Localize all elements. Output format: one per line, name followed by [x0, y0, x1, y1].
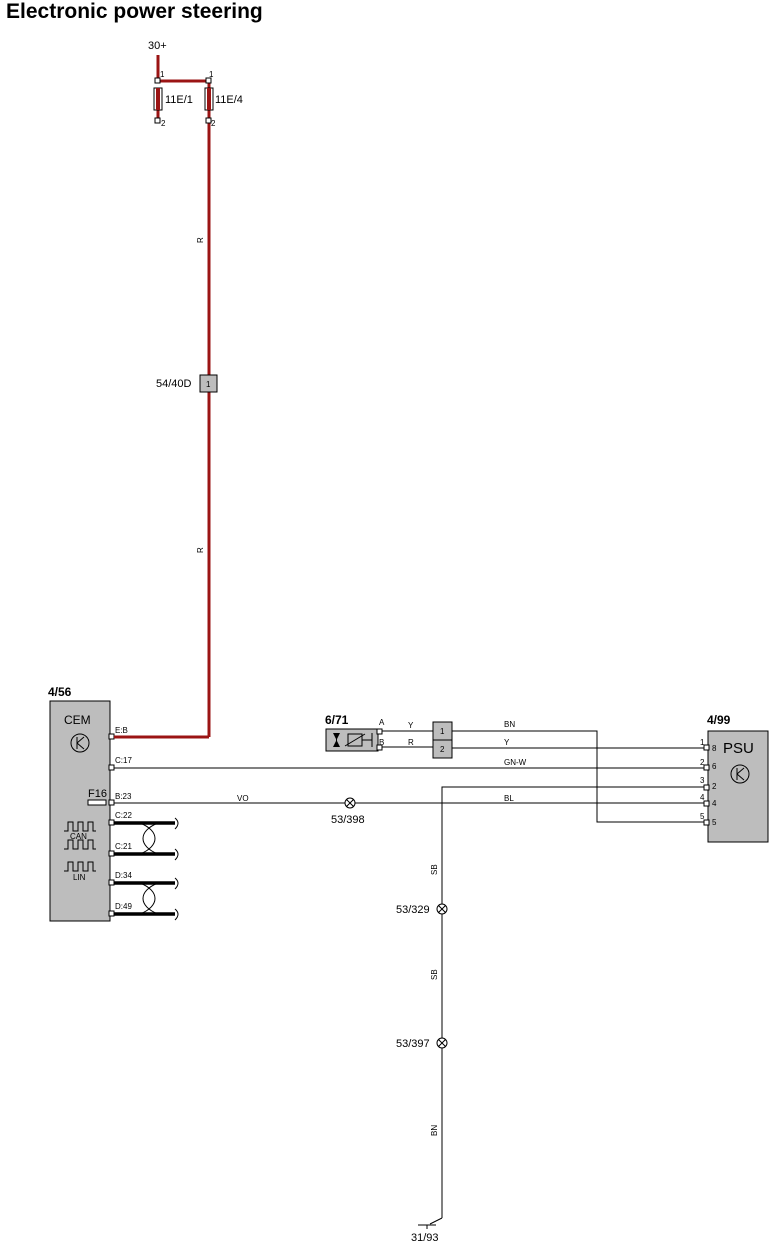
lin-bus-pair [114, 877, 179, 921]
intermediate-pin-1: 1 [440, 727, 445, 736]
wire-color-psu-pin6: Y [504, 738, 510, 747]
fuse-11e-1-pin-top: 1 [160, 70, 165, 79]
cem-pin-b23: B:23 [115, 792, 132, 801]
wire-color-cem-c17: GN-W [504, 758, 527, 767]
cem-fuse-label: F16 [88, 788, 107, 800]
can-label: CAN [70, 832, 87, 841]
fuse-11e-1: 1 11E/1 2 [153, 70, 193, 128]
connector-54-40d: 1 54/40D [156, 374, 218, 393]
can-signal-icon [64, 821, 96, 850]
psu-wire-2: 2 [700, 758, 705, 767]
connector-54-40d-pin: 1 [206, 380, 211, 389]
ground-label: 31/93 [411, 1232, 439, 1244]
wire-color-ground-2: SB [430, 969, 439, 980]
fuse-11e-1-label: 11E/1 [165, 94, 193, 106]
wire-color-supply-upper: R [196, 237, 205, 243]
cem-pin-d34: D:34 [115, 871, 132, 880]
psu-pins: 8 6 2 4 5 1 2 3 4 5 [700, 738, 717, 827]
fuse-11e-4-pin-bottom: 2 [211, 119, 216, 128]
cem-id: 4/56 [48, 685, 72, 699]
splice-53-398-label: 53/398 [331, 814, 365, 826]
splice-53-398: 53/398 [331, 797, 365, 826]
cem-name: CEM [64, 713, 91, 727]
supply-label: 30+ [148, 40, 167, 52]
splice-53-329: 53/329 [396, 903, 448, 916]
sensor-id: 6/71 [325, 713, 349, 727]
cem-pin-eb: E:B [115, 726, 128, 735]
splice-53-329-label: 53/329 [396, 904, 430, 916]
fuse-11e-1-pin-bottom: 2 [161, 119, 166, 128]
psu-pin-4: 4 [712, 799, 717, 808]
cem-pin-c22: C:22 [115, 811, 132, 820]
cem-fuse-icon [87, 799, 107, 806]
cem-pin-c17: C:17 [115, 756, 132, 765]
wire-color-cem-b23: VO [237, 794, 249, 803]
cem-pin-d49: D:49 [115, 902, 132, 911]
signal-wires [114, 730, 704, 1218]
psu-pin-6: 6 [712, 762, 717, 771]
splice-53-397: 53/397 [396, 1037, 448, 1050]
intermediate-pin-2: 2 [440, 745, 445, 754]
psu-name: PSU [723, 740, 754, 757]
psu-id: 4/99 [707, 713, 731, 727]
page-title: Electronic power steering [6, 0, 263, 23]
cem-pin-c21: C:21 [115, 842, 132, 851]
psu-wire-1: 1 [700, 738, 705, 747]
psu-pin-2: 2 [712, 782, 717, 791]
lin-label: LIN [73, 873, 86, 882]
connector-54-40d-label: 54/40D [156, 378, 192, 390]
sensor-component [325, 728, 383, 752]
ground-symbol [418, 1217, 443, 1229]
transistor-icon [70, 733, 90, 753]
sensor-pin-a: A [379, 718, 385, 727]
fuse-11e-4-pin-top: 1 [209, 70, 214, 79]
psu-pin-5: 5 [712, 818, 717, 827]
psu-wire-4: 4 [700, 793, 705, 802]
fuse-11e-4: 1 11E/4 2 [204, 70, 243, 128]
fuse-11e-4-label: 11E/4 [215, 94, 243, 106]
wire-color-ground-1: SB [430, 864, 439, 875]
wire-color-sensor-a: Y [408, 721, 414, 730]
intermediate-connector: 1 2 [432, 721, 453, 759]
psu-pin-8: 8 [712, 744, 717, 753]
splice-53-397-label: 53/397 [396, 1038, 430, 1050]
wire-color-psu-pin8: BN [504, 720, 515, 729]
lin-signal-icon [64, 861, 96, 872]
wire-color-supply-lower: R [196, 547, 205, 553]
cem-module: CEM F16 CAN LIN [49, 700, 111, 922]
sensor-pin-b: B [379, 738, 384, 747]
can-bus-pair [114, 817, 179, 861]
psu-wire-5: 5 [700, 812, 705, 821]
supply-wiring [156, 55, 211, 737]
wire-color-ground-3: BN [430, 1125, 439, 1136]
cem-pins: E:B C:17 B:23 C:22 C:21 D:34 D:49 [108, 726, 132, 917]
wire-color-psu-pin4: BL [504, 794, 514, 803]
psu-module: PSU [707, 730, 769, 843]
transistor-icon [730, 764, 750, 784]
wire-color-sensor-b: R [408, 738, 414, 747]
psu-wire-3: 3 [700, 776, 705, 785]
